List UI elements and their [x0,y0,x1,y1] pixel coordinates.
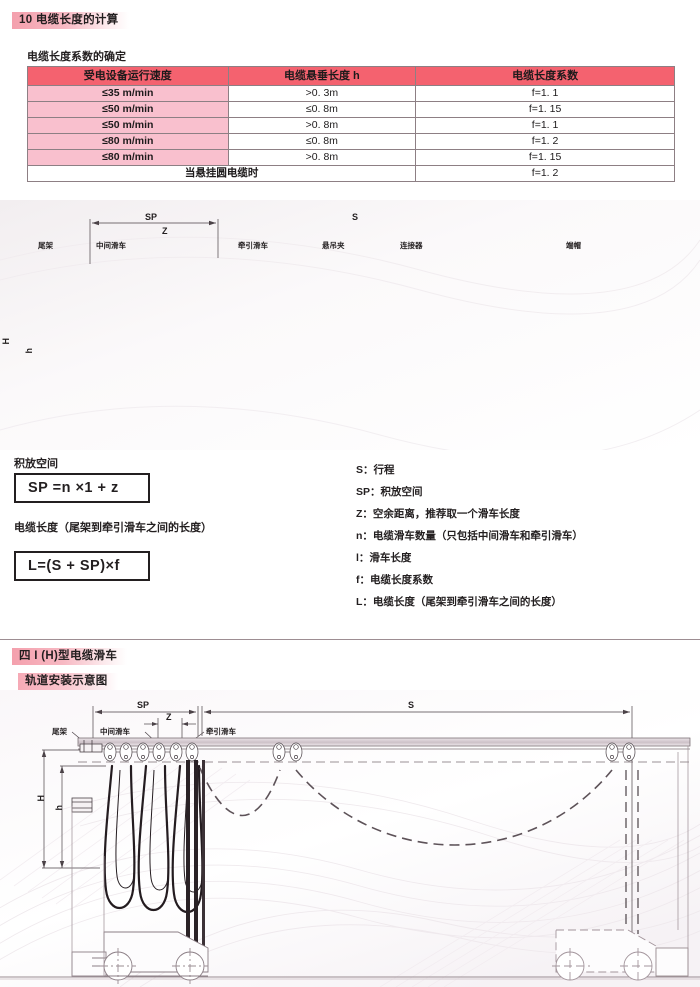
cable-length-factor-table: 受电设备运行速度 电缆悬垂长度 h 电缆长度系数 ≤35 m/min >0. 3… [26,66,675,182]
dimension-line-H-2 [41,749,100,869]
trolley [103,742,117,762]
formula-label-storage-space: 积放空间 [14,458,58,470]
trolley [169,742,183,762]
part-label-middle-trolley-2: 中间滑车 [100,727,130,736]
part-label-end-cap: 端帽 [566,241,581,250]
table-header-row: 受电设备运行速度 电缆悬垂长度 h 电缆长度系数 [27,66,675,86]
table-header-speed: 受电设备运行速度 [27,66,229,86]
trolley [152,742,166,762]
left-cart-guides [71,806,105,976]
symbol-legend: S：行程 SP：积放空间 Z：空余距离，推荐取一个滑车长度 n：电缆滑车数量（只… [356,459,583,613]
dimension-line-z-2 [144,718,196,738]
background-wash [0,200,700,450]
trolley-mid-span [272,742,286,762]
dim-label-s-2: S [408,700,415,710]
dim-label-h-2: h [54,805,64,811]
trolley-end [605,742,619,762]
formula-box-l: L=(S + SP)×f [14,551,150,581]
cell-sag: >0. 3m [227,85,417,102]
cell-factor: f=1. 2 [415,133,675,150]
cell-round-cable-note: 当悬挂圆电缆时 [26,165,417,182]
cell-speed: ≤50 m/min [27,117,229,134]
section-banner-type-four: 四 I (H)型电缆滑车 [12,648,128,665]
rail-installation-diagram: SP S Z H h 尾架 中间滑车 牵引滑车 [0,690,700,987]
festoon-system-elevation-diagram: SP S Z H h 尾架 中间滑车 牵引滑车 悬吊夹 连接器 端帽 [0,200,700,450]
dimension-line-sp [89,219,219,264]
dim-label-sp-2: SP [137,700,150,710]
trolley [119,742,133,762]
table-row: ≤80 m/min ≤0. 8m f=1. 2 [27,133,675,150]
part-label-connector: 连接器 [400,241,423,250]
legend-item-l-upper: L：电缆长度（尾架到牵引滑车之间的长度） [356,596,562,608]
vertical-cable-bundle-left [186,760,205,966]
tow-trolley [185,742,199,762]
legend-item-f: f：电缆长度系数 [356,574,433,586]
table-subheading: 电缆长度系数的确定 [27,51,126,63]
cell-speed: ≤50 m/min [27,101,229,118]
cell-factor: f=1. 2 [415,165,675,182]
part-label-hanging-clamp: 悬吊夹 [322,241,345,250]
dim-label-sp: SP [145,212,158,222]
cell-factor: f=1. 1 [415,117,675,134]
trolley [136,742,150,762]
right-cart-end-box [655,947,689,977]
legend-item-z: Z：空余距离，推荐取一个滑车长度 [356,508,520,520]
dimension-line-h-2 [59,765,106,868]
cable-end-box [71,797,93,813]
cell-sag: ≤0. 8m [227,101,417,118]
table-header-factor: 电缆长度系数 [415,66,675,86]
drop-cable-right [625,770,639,934]
bottom-diagram-svg [0,690,700,987]
section-banner-rail-install: 轨道安装示意图 [18,673,118,690]
cell-factor: f=1. 15 [415,149,675,166]
cell-speed: ≤80 m/min [27,149,229,166]
table-row: ≤80 m/min >0. 8m f=1. 15 [27,149,675,166]
trolley-end [622,742,636,762]
section-divider [0,639,700,640]
dim-label-H: H [1,338,11,345]
cell-speed: ≤35 m/min [27,85,229,102]
cell-sag: >0. 8m [227,149,417,166]
sagging-cable-catenary [199,767,613,846]
dim-label-h: h [24,348,34,354]
cell-sag: ≤0. 8m [227,133,417,150]
legend-item-s: S：行程 [356,464,395,476]
cell-speed: ≤80 m/min [27,133,229,150]
tail-frame-2 [79,740,103,753]
part-label-tail-frame: 尾架 [38,241,53,250]
dim-label-z: Z [162,226,168,236]
dim-label-z-2: Z [166,712,172,722]
dim-label-H-2: H [36,795,46,802]
part-label-tow-trolley-2: 牵引滑车 [206,727,236,736]
table-row: ≤35 m/min >0. 3m f=1. 1 [27,85,675,102]
formula-box-sp: SP =n ×1 + z [14,473,150,503]
vehicle-right [552,929,658,984]
trolley-mid-span [289,742,303,762]
cell-factor: f=1. 1 [415,85,675,102]
trolley-group-2 [103,742,636,762]
legend-item-n: n：电缆滑车数量（只包括中间滑车和牵引滑车） [356,530,583,542]
dim-label-s: S [352,212,359,222]
cell-sag: >0. 8m [227,117,417,134]
table-header-sag: 电缆悬垂长度 h [227,66,417,86]
table-row: ≤50 m/min ≤0. 8m f=1. 15 [27,101,675,118]
legend-item-l-lower: l：滑车长度 [356,552,412,564]
right-cart-guides [677,746,689,976]
legend-item-sp: SP：积放空间 [356,486,423,498]
part-label-tail-frame-2: 尾架 [52,727,67,736]
top-diagram-svg [0,200,700,450]
watermark-swirl [0,236,700,450]
part-label-middle-trolley: 中间滑车 [96,241,126,250]
table-footer-row: 当悬挂圆电缆时 f=1. 2 [26,165,675,182]
part-label-tow-trolley: 牵引滑车 [238,241,268,250]
cell-factor: f=1. 15 [415,101,675,118]
formula-label-cable-length: 电缆长度（尾架到牵引滑车之间的长度） [14,522,212,534]
table-row: ≤50 m/min >0. 8m f=1. 1 [27,117,675,134]
section-banner-cable-length: 10 电缆长度的计算 [12,12,129,29]
vehicle-left [71,931,209,984]
dimension-line-sp-2 [92,706,199,742]
